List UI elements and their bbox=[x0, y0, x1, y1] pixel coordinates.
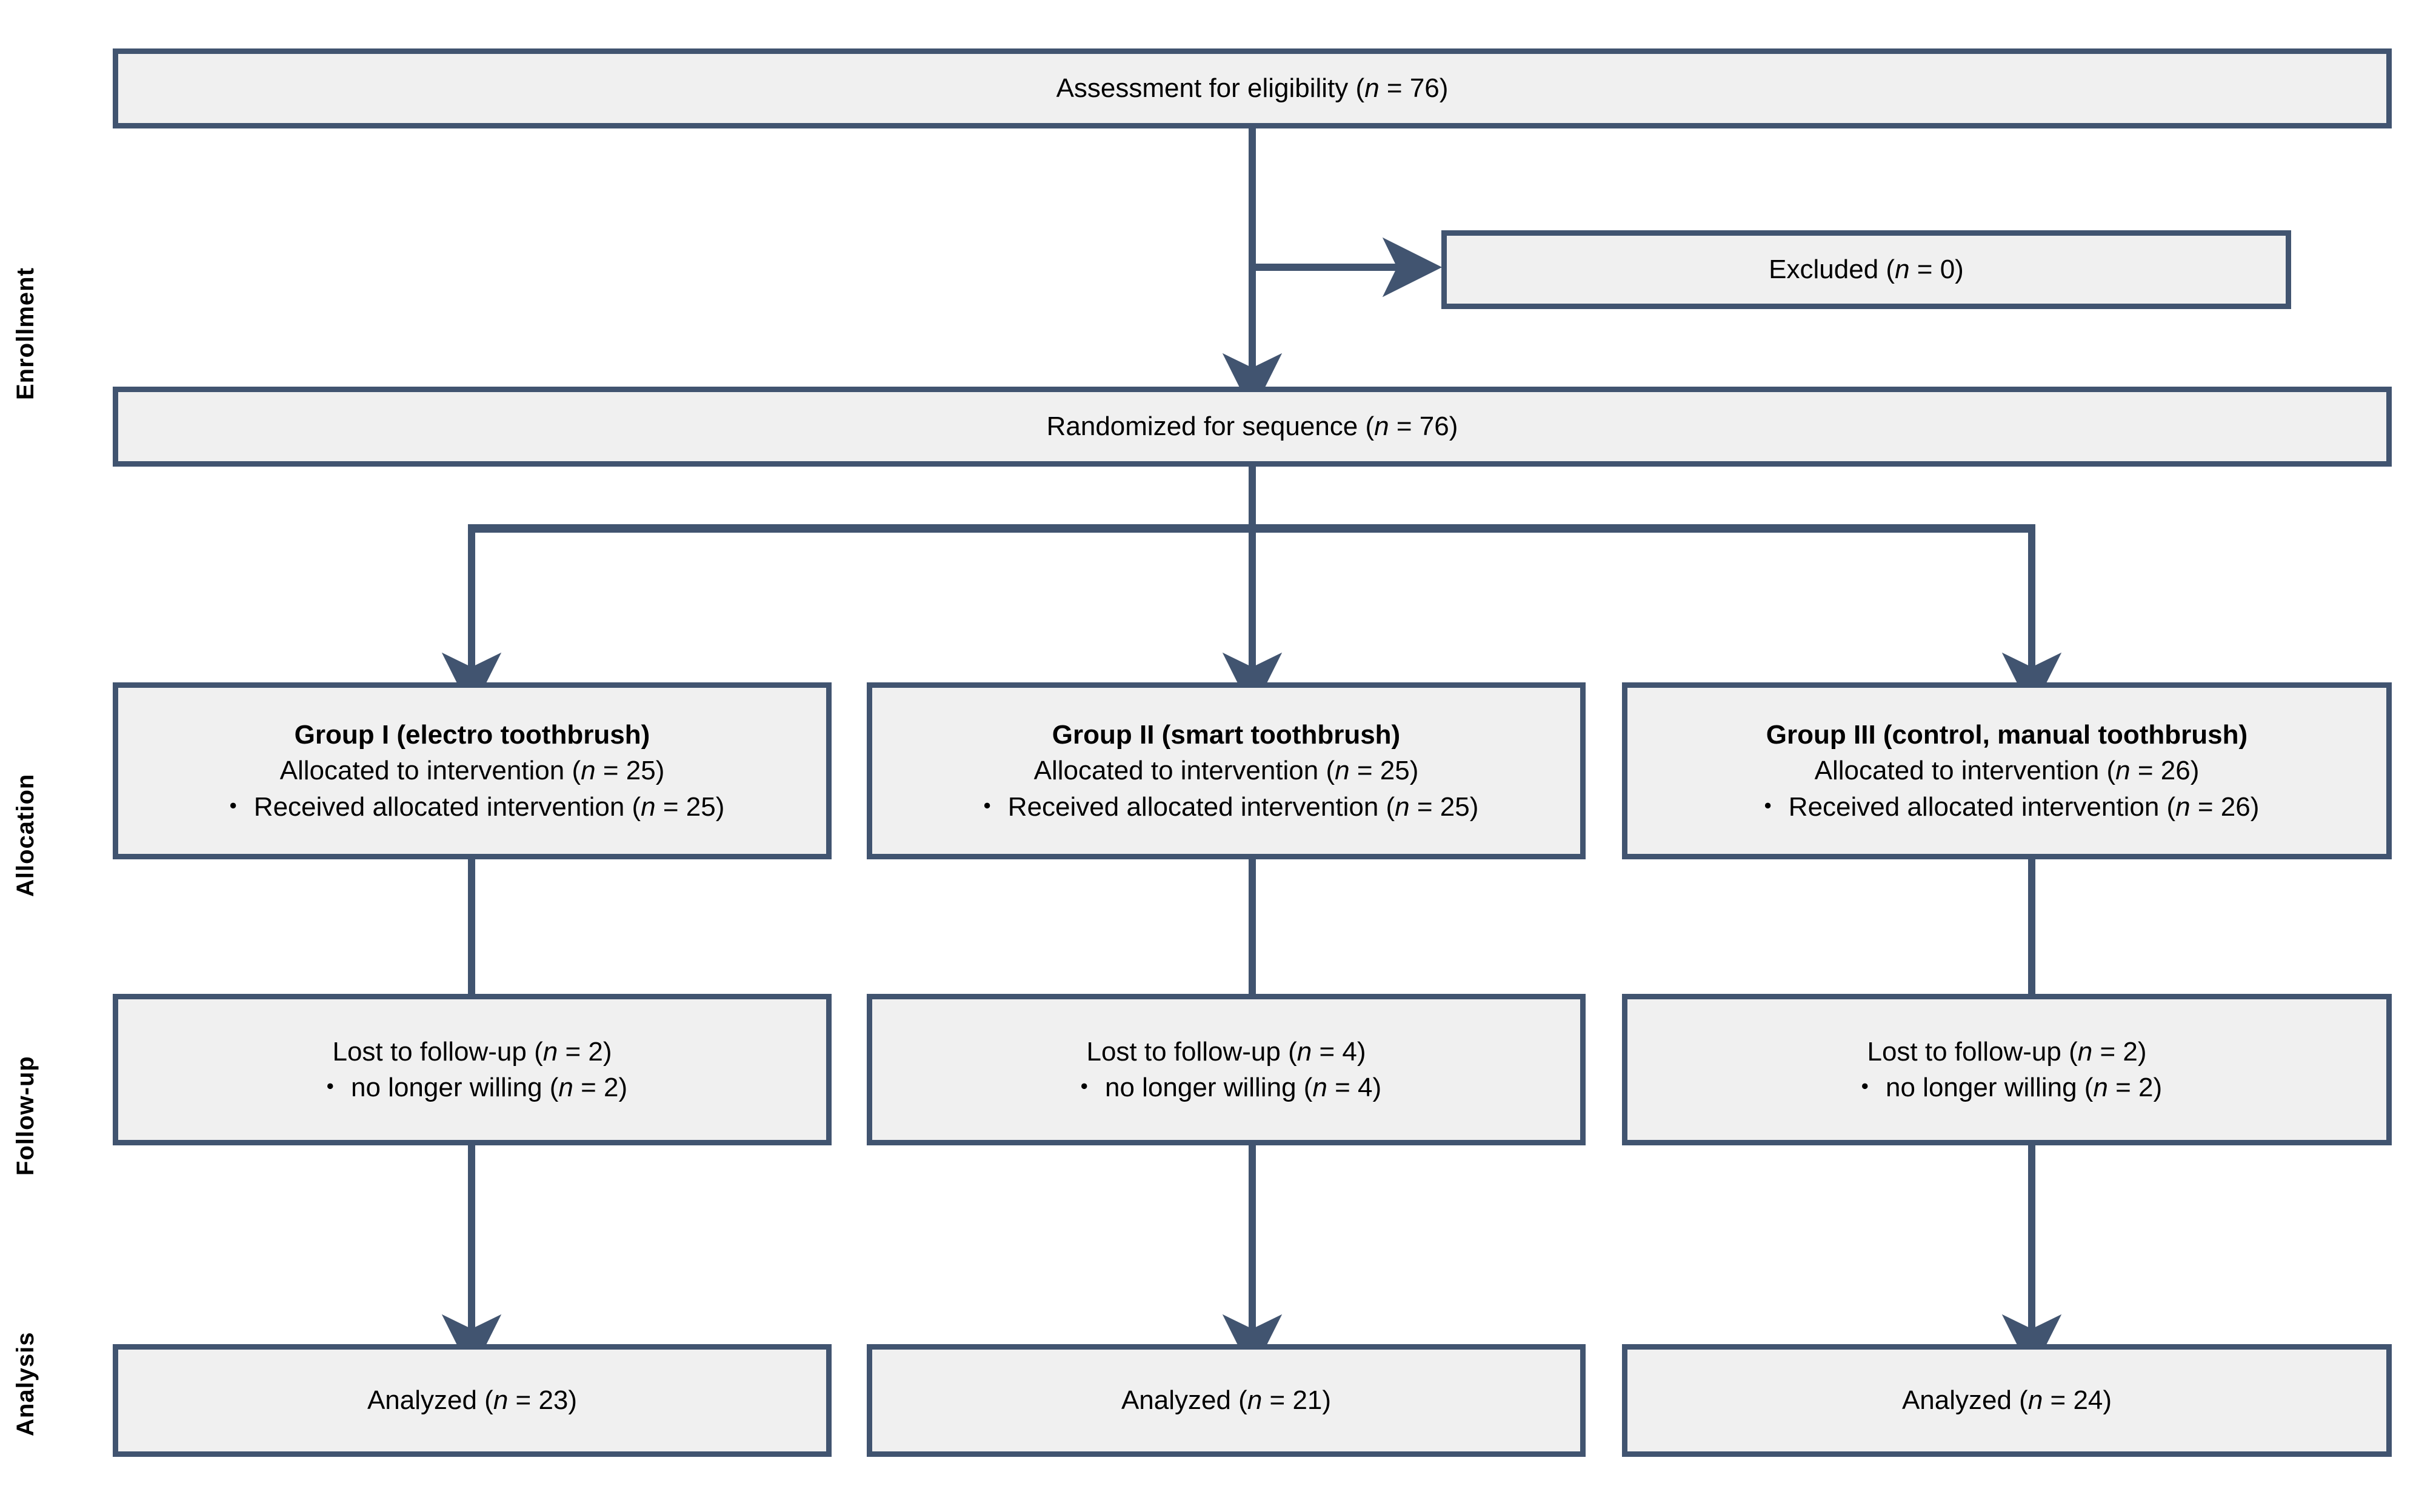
box-line: ・ Received allocated intervention (n = 2… bbox=[973, 791, 1479, 822]
box-line: ・ no longer willing (n = 4) bbox=[1070, 1073, 1382, 1102]
box-line: Allocated to intervention (n = 26) bbox=[1814, 756, 2200, 786]
box-line: ・ no longer willing (n = 2) bbox=[1851, 1073, 2163, 1102]
stage-label-enrollment: Enrollment bbox=[12, 267, 39, 400]
box-line: Lost to follow-up (n = 2) bbox=[332, 1036, 612, 1067]
stage-label-analysis: Analysis bbox=[12, 1331, 39, 1436]
box-randomized-for-sequence: Randomized for sequence (n = 76) bbox=[113, 387, 2392, 467]
box-line: ・ Received allocated intervention (n = 2… bbox=[219, 791, 725, 822]
stage-label-allocation: Allocation bbox=[12, 773, 39, 897]
box-allocation-group2: Group II (smart toothbrush) Allocated to … bbox=[867, 682, 1586, 859]
box-allocation-group1: Group I (electro toothbrush) Allocated to… bbox=[113, 682, 832, 859]
box-followup-group1: Lost to follow-up (n = 2) ・ no longer wil… bbox=[113, 994, 832, 1145]
box-line: Lost to follow-up (n = 4) bbox=[1086, 1036, 1366, 1067]
box-line: Group I (electro toothbrush) bbox=[294, 719, 650, 750]
box-line: Allocated to intervention (n = 25) bbox=[279, 756, 665, 786]
box-line: Lost to follow-up (n = 2) bbox=[1867, 1036, 2147, 1067]
box-line: Allocated to intervention (n = 25) bbox=[1033, 756, 1419, 786]
box-analysis-group2: Analyzed (n = 21) bbox=[867, 1344, 1586, 1457]
box-assessment-for-eligibility: Assessment for eligibility (n = 76) bbox=[113, 48, 2392, 128]
box-line: Group III (control, manual toothbrush) bbox=[1766, 719, 2248, 750]
box-analysis-group1: Analyzed (n = 23) bbox=[113, 1344, 832, 1457]
box-line: ・ Received allocated intervention (n = 2… bbox=[1754, 791, 2260, 822]
box-line: Assessment for eligibility (n = 76) bbox=[1056, 73, 1449, 104]
box-line: ・ no longer willing (n = 2) bbox=[316, 1073, 628, 1102]
stage-label-followup: Follow-up bbox=[12, 1056, 39, 1176]
box-line: Randomized for sequence (n = 76) bbox=[1046, 411, 1458, 442]
box-line: Analyzed (n = 24) bbox=[1901, 1385, 2112, 1416]
box-analysis-group3: Analyzed (n = 24) bbox=[1622, 1344, 2392, 1457]
box-excluded: Excluded (n = 0) bbox=[1441, 230, 2291, 309]
box-line: Excluded (n = 0) bbox=[1769, 255, 1964, 285]
box-line: Analyzed (n = 21) bbox=[1121, 1385, 1332, 1416]
box-line: Group II (smart toothbrush) bbox=[1052, 719, 1401, 750]
box-allocation-group3: Group III (control, manual toothbrush) Al… bbox=[1622, 682, 2392, 859]
box-line: Analyzed (n = 23) bbox=[367, 1385, 578, 1416]
box-followup-group2: Lost to follow-up (n = 4) ・ no longer wil… bbox=[867, 994, 1586, 1145]
box-followup-group3: Lost to follow-up (n = 2) ・ no longer wil… bbox=[1622, 994, 2392, 1145]
